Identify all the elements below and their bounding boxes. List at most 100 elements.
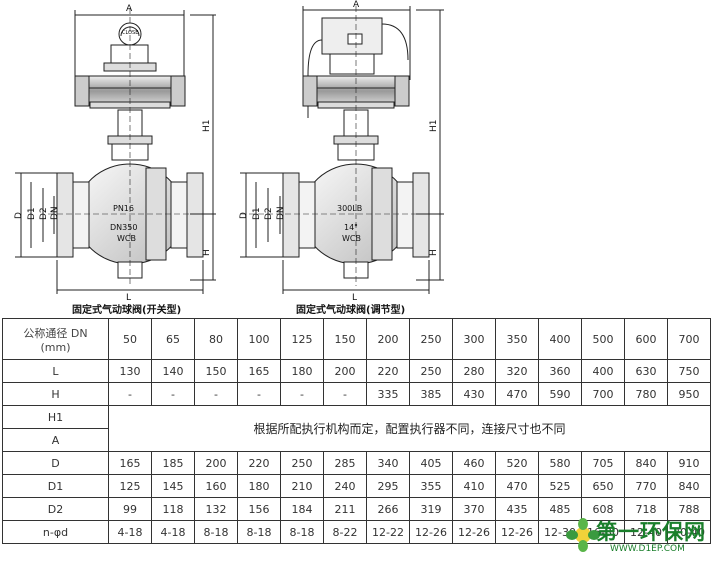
value-cell: 780	[624, 382, 668, 406]
value-cell: 285	[323, 451, 367, 475]
row-label: L	[2, 359, 109, 383]
svg-text:D2: D2	[264, 207, 274, 220]
value-cell: 485	[538, 497, 582, 521]
dn-cell: 50	[108, 318, 152, 360]
value-cell: 8-22	[323, 520, 367, 544]
value-cell: 750	[667, 359, 711, 383]
value-cell: 788	[667, 497, 711, 521]
value-cell: 520	[495, 451, 539, 475]
value-cell: -	[108, 382, 152, 406]
value-cell: 470	[495, 474, 539, 498]
value-cell: 525	[538, 474, 582, 498]
value-cell: 250	[409, 359, 453, 383]
value-cell: 12-40	[624, 520, 668, 544]
svg-text:WCB: WCB	[342, 234, 361, 243]
svg-text:DN: DN	[50, 206, 60, 220]
value-cell: 130	[108, 359, 152, 383]
svg-text:H: H	[202, 249, 212, 256]
svg-text:H1: H1	[202, 120, 212, 133]
value-cell: 125	[108, 474, 152, 498]
value-cell: 20-40	[667, 520, 711, 544]
watermark-logo: 第一环保网 WWW.D1EP.COM	[566, 514, 714, 561]
value-cell: 211	[323, 497, 367, 521]
dn-cell: 65	[151, 318, 195, 360]
header-unit: (mm)	[40, 340, 71, 354]
value-cell: 250	[280, 451, 324, 475]
value-cell: 355	[409, 474, 453, 498]
left-valve-labels: A H1 H L D D1 D2 DN PN16 DN350 WCB CLOSE	[14, 4, 212, 303]
value-cell: 590	[538, 382, 582, 406]
dn-cell: 500	[581, 318, 625, 360]
value-cell: 385	[409, 382, 453, 406]
svg-text:D1: D1	[252, 207, 262, 220]
svg-text:DN: DN	[276, 206, 286, 220]
value-cell: 630	[624, 359, 668, 383]
dn-cell: 250	[409, 318, 453, 360]
value-cell: 295	[366, 474, 410, 498]
value-cell: 210	[280, 474, 324, 498]
svg-text:14": 14"	[344, 223, 358, 232]
svg-text:300LB: 300LB	[337, 204, 362, 213]
value-cell: 910	[667, 451, 711, 475]
value-cell: -	[280, 382, 324, 406]
value-cell: 220	[366, 359, 410, 383]
value-cell: 12-26	[452, 520, 496, 544]
value-cell: 840	[624, 451, 668, 475]
value-cell: 700	[581, 382, 625, 406]
value-cell: 12-26	[409, 520, 453, 544]
value-cell: 12-22	[366, 520, 410, 544]
value-cell: 12-26	[495, 520, 539, 544]
svg-text:A: A	[353, 0, 360, 10]
value-cell: 400	[581, 359, 625, 383]
svg-text:D2: D2	[39, 207, 49, 220]
value-cell: 140	[151, 359, 195, 383]
row-label: D2	[2, 497, 109, 521]
svg-text:D: D	[239, 212, 249, 219]
value-cell: 118	[151, 497, 195, 521]
value-cell: 580	[538, 451, 582, 475]
watermark-url: WWW.D1EP.COM	[610, 544, 685, 554]
dn-cell: 350	[495, 318, 539, 360]
watermark-text: 第一环保网	[596, 520, 706, 544]
svg-text:L: L	[352, 293, 357, 303]
note-cell: 根据所配执行机构而定，配置执行器不同，连接尺寸也不同	[108, 405, 711, 452]
svg-text:A: A	[126, 4, 133, 14]
value-cell: 470	[495, 382, 539, 406]
value-cell: 650	[581, 474, 625, 498]
dn-cell: 100	[237, 318, 281, 360]
row-label: n-φd	[2, 520, 109, 544]
value-cell: 430	[452, 382, 496, 406]
value-cell: 370	[452, 497, 496, 521]
value-cell: 240	[323, 474, 367, 498]
technical-drawing: A H1 H L D D1 D2 DN PN16 DN350 WCB CLOSE	[14, 0, 444, 303]
value-cell: 405	[409, 451, 453, 475]
value-cell: 8-18	[237, 520, 281, 544]
svg-text:PN16: PN16	[113, 204, 134, 213]
value-cell: 200	[323, 359, 367, 383]
value-cell: 180	[280, 359, 324, 383]
header-label: 公称通径 DN	[23, 326, 88, 340]
row-label: A	[2, 428, 109, 452]
value-cell: 266	[366, 497, 410, 521]
row-label: H1	[2, 405, 109, 429]
dn-cell: 400	[538, 318, 582, 360]
svg-text:D: D	[14, 212, 24, 219]
svg-text:H: H	[429, 249, 439, 256]
value-cell: 4-18	[108, 520, 152, 544]
svg-text:H1: H1	[429, 120, 439, 133]
value-cell: 319	[409, 497, 453, 521]
value-cell: 770	[624, 474, 668, 498]
dn-cell: 200	[366, 318, 410, 360]
dn-cell: 125	[280, 318, 324, 360]
value-cell: 160	[194, 474, 238, 498]
value-cell: 150	[194, 359, 238, 383]
svg-text:WCB: WCB	[117, 234, 136, 243]
value-cell: 840	[667, 474, 711, 498]
value-cell: 184	[280, 497, 324, 521]
dn-cell: 600	[624, 318, 668, 360]
svg-text:DN350: DN350	[110, 223, 137, 232]
